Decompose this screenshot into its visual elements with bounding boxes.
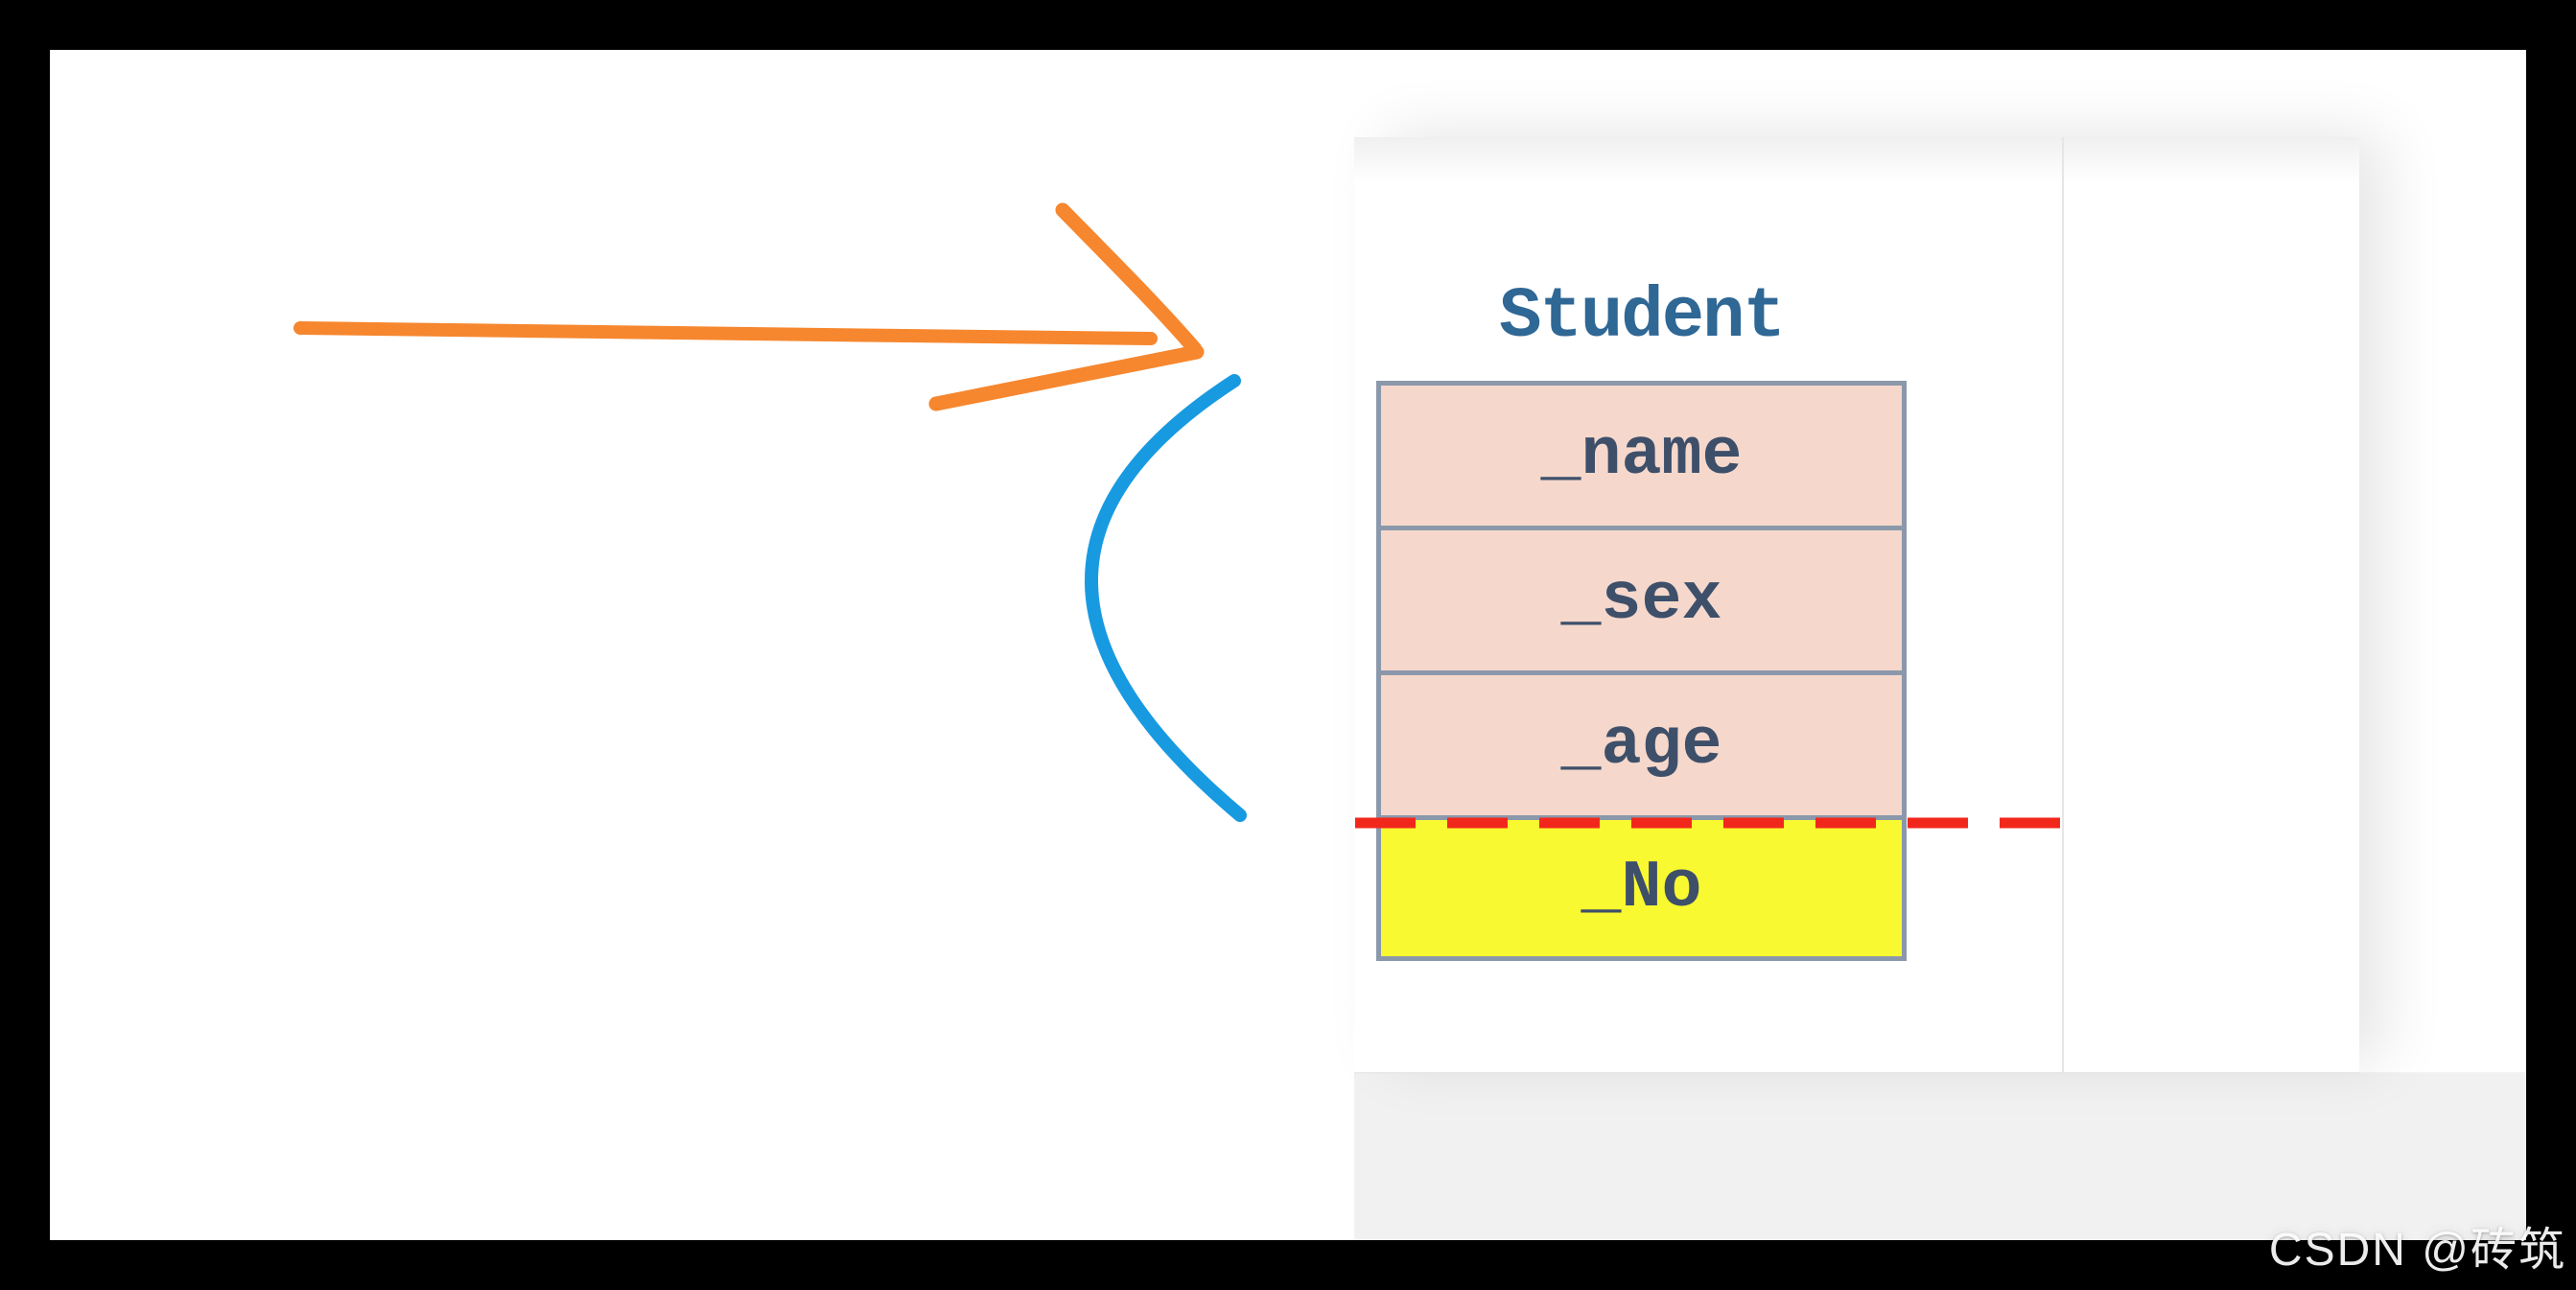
memory-layout-table: _name _sex _age _No: [1376, 381, 1907, 961]
member-row-sex: _sex: [1381, 526, 1902, 670]
below-image-gray-band: [1354, 1072, 2526, 1240]
member-label: _sex: [1560, 562, 1722, 639]
member-label: _No: [1581, 850, 1702, 926]
member-row-age: _age: [1381, 670, 1902, 815]
member-row-no-highlighted: _No: [1381, 815, 1902, 956]
member-label: _age: [1560, 707, 1722, 784]
class-title: Student: [1499, 277, 1786, 358]
image-right-edge-line: [2062, 137, 2064, 1072]
csdn-watermark: CSDN @砖筑: [2268, 1225, 2566, 1276]
member-row-name: _name: [1381, 386, 1902, 526]
member-label: _name: [1540, 417, 1743, 494]
